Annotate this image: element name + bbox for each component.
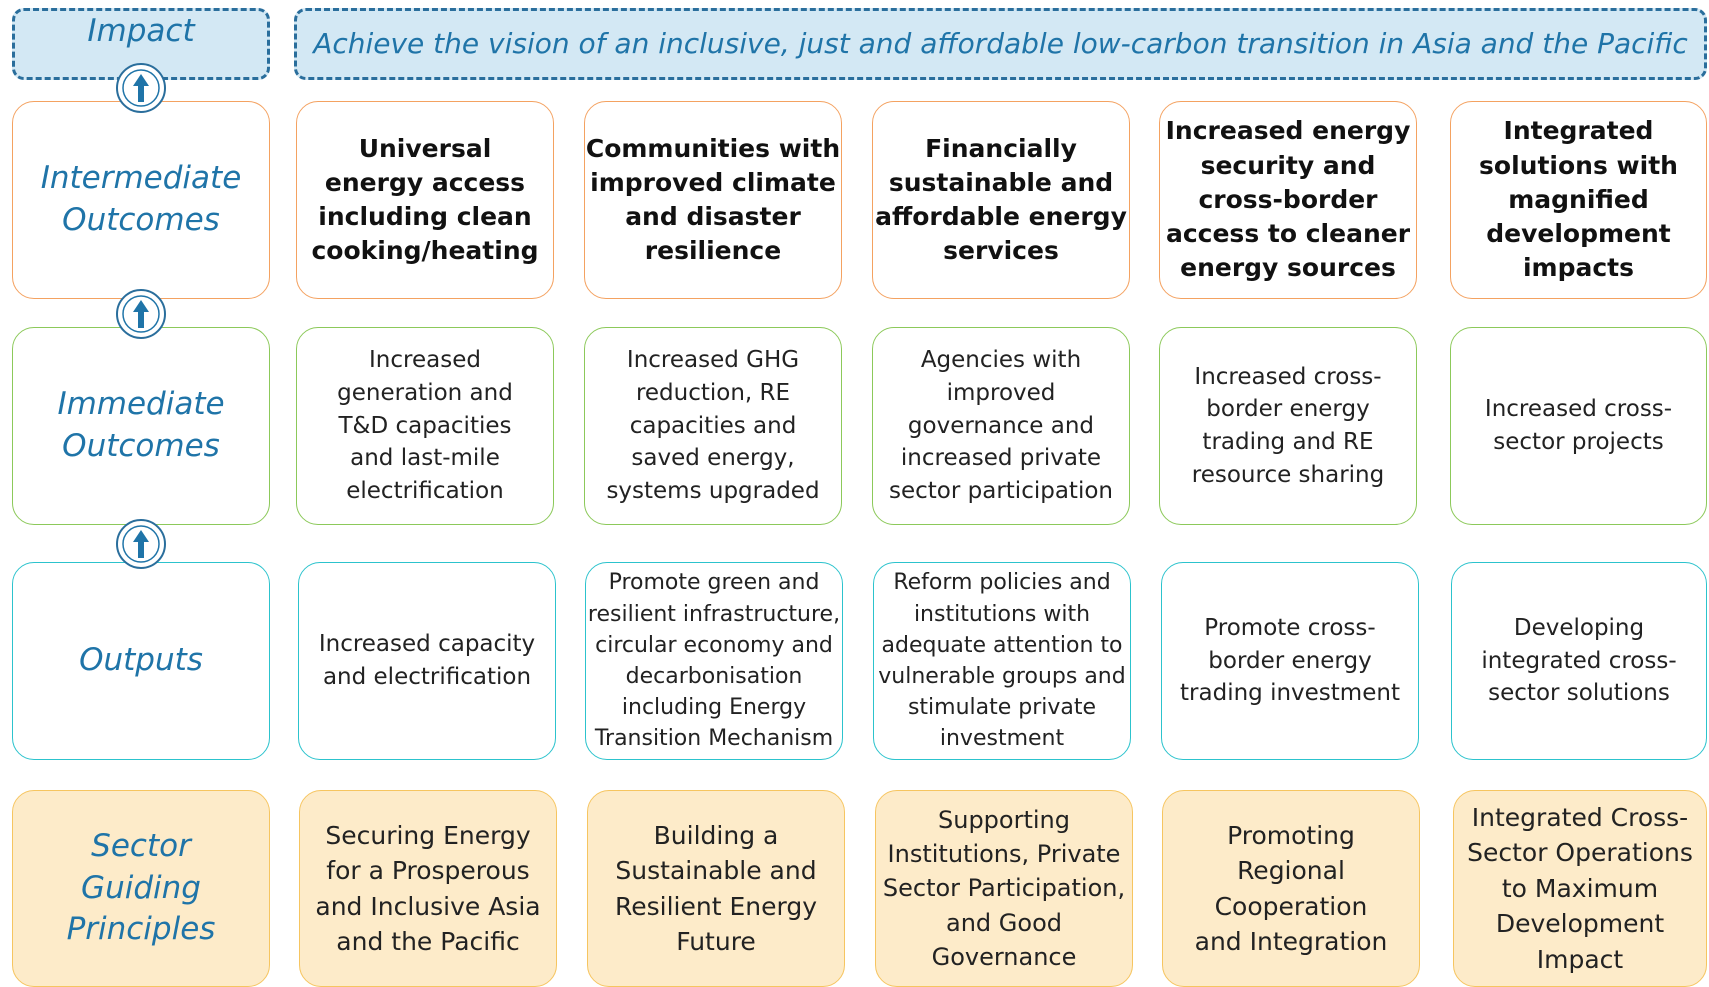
immediate-outcome-2: Increased GHG reduction, RE capacities a…	[584, 327, 842, 525]
intermediate-outcome-5-text: Integrated solutions with magnified deve…	[1479, 116, 1678, 283]
outputs-label: Outputs	[79, 642, 203, 679]
immediate-outcome-4-text: Increased cross- border energy trading a…	[1191, 363, 1385, 488]
immediate-outcome-5-text: Increased cross- sector projects	[1484, 396, 1673, 455]
output-5-text: Developing integrated cross- sector solu…	[1481, 615, 1677, 707]
guiding-principle-3-text: Supporting Institutions, Private Sector …	[882, 806, 1126, 971]
intermediate-outcome-2-text: Communities with improved climate and di…	[585, 133, 841, 266]
output-2-text: Promote green and resilient infrastructu…	[587, 570, 841, 752]
guiding-principle-1: Securing Energy for a Prosperous and Inc…	[299, 790, 557, 987]
guiding-principle-4: Promoting Regional Cooperation and Integ…	[1162, 790, 1420, 987]
output-4-text: Promote cross- border energy trading inv…	[1180, 615, 1400, 707]
guiding-principle-2-text: Building a Sustainable and Resilient Ene…	[615, 820, 817, 957]
up-arrow-icon	[116, 519, 166, 569]
intermediate-outcomes-label: Intermediate Outcomes	[40, 160, 242, 238]
guiding-principle-1-text: Securing Energy for a Prosperous and Inc…	[315, 820, 541, 957]
intermediate-outcome-1-text: Universal energy access including clean …	[311, 133, 539, 266]
intermediate-outcome-4-text: Increased energy security and cross-bord…	[1165, 116, 1411, 283]
guiding-principle-3: Supporting Institutions, Private Sector …	[875, 790, 1133, 987]
impact-statement: Achieve the vision of an inclusive, just…	[313, 27, 1688, 61]
up-arrow-icon	[116, 289, 166, 339]
output-2: Promote green and resilient infrastructu…	[585, 562, 843, 760]
immediate-outcome-1: Increased generation and T&D capacities …	[296, 327, 554, 525]
intermediate-outcome-1: Universal energy access including clean …	[296, 101, 554, 299]
outputs-label-box: Outputs	[12, 562, 270, 760]
immediate-outcome-3: Agencies with improved governance and in…	[872, 327, 1130, 525]
up-arrow-icon	[116, 63, 166, 113]
intermediate-outcome-5: Integrated solutions with magnified deve…	[1450, 101, 1707, 299]
impact-label: Impact	[87, 13, 195, 49]
guiding-principle-2: Building a Sustainable and Resilient Ene…	[587, 790, 845, 987]
intermediate-outcome-2: Communities with improved climate and di…	[584, 101, 842, 299]
intermediate-outcome-3-text: Financially sustainable and affordable e…	[875, 133, 1127, 266]
intermediate-outcomes-label-box: Intermediate Outcomes	[12, 101, 270, 299]
immediate-outcome-4: Increased cross- border energy trading a…	[1159, 327, 1417, 525]
immediate-outcome-1-text: Increased generation and T&D capacities …	[337, 347, 513, 504]
intermediate-outcome-3: Financially sustainable and affordable e…	[872, 101, 1130, 299]
output-1-text: Increased capacity and electrification	[318, 631, 536, 690]
output-3-text: Reform policies and institutions with ad…	[878, 570, 1126, 752]
immediate-outcome-3-text: Agencies with improved governance and in…	[889, 347, 1113, 504]
immediate-outcomes-label-box: Immediate Outcomes	[12, 327, 270, 525]
output-5: Developing integrated cross- sector solu…	[1451, 562, 1707, 760]
impact-statement-box: Achieve the vision of an inclusive, just…	[294, 8, 1707, 80]
guiding-principles-label-box: Sector Guiding Principles	[12, 790, 270, 987]
guiding-principle-5-text: Integrated Cross- Sector Operations to M…	[1467, 802, 1693, 974]
guiding-principles-label: Sector Guiding Principles	[66, 827, 216, 948]
intermediate-outcome-4: Increased energy security and cross-bord…	[1159, 101, 1417, 299]
guiding-principle-5: Integrated Cross- Sector Operations to M…	[1453, 790, 1707, 987]
output-1: Increased capacity and electrification	[298, 562, 556, 760]
output-3: Reform policies and institutions with ad…	[873, 562, 1131, 760]
immediate-outcome-2-text: Increased GHG reduction, RE capacities a…	[606, 347, 820, 504]
guiding-principle-4-text: Promoting Regional Cooperation and Integ…	[1194, 820, 1388, 957]
immediate-outcome-5: Increased cross- sector projects	[1450, 327, 1707, 525]
output-4: Promote cross- border energy trading inv…	[1161, 562, 1419, 760]
immediate-outcomes-label: Immediate Outcomes	[57, 386, 225, 464]
